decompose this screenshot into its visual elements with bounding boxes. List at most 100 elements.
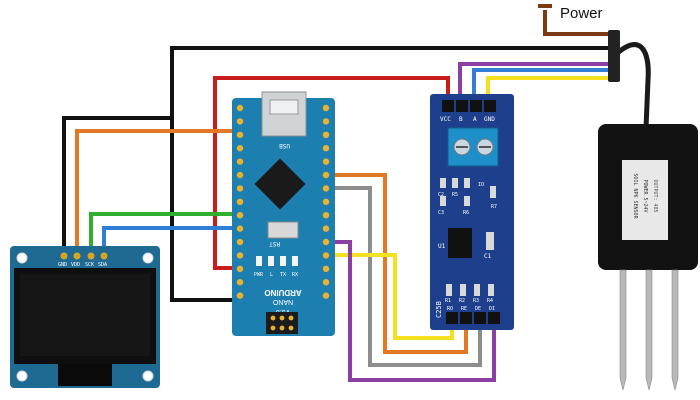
header-pin bbox=[322, 198, 330, 205]
rs485-pin-re: RE bbox=[461, 306, 467, 312]
sensor-cable bbox=[608, 42, 651, 131]
header-pin bbox=[236, 131, 244, 138]
nano-brand: ARDUINO bbox=[264, 288, 301, 297]
rs485-cap-label: C1 bbox=[484, 253, 492, 260]
rs485-top-pins bbox=[442, 100, 496, 112]
header-pin bbox=[322, 171, 330, 179]
rs485-screw-terminal bbox=[447, 127, 499, 167]
header-pin bbox=[236, 185, 244, 192]
header-pin bbox=[236, 225, 244, 232]
nano-version: V3.0 bbox=[276, 308, 291, 315]
sensor-label-line-3: OUTPUT: 485 bbox=[652, 179, 658, 212]
nano-leds bbox=[256, 256, 298, 266]
rs485-pin-di: DI bbox=[489, 306, 495, 312]
rs485-r2: R2 bbox=[459, 298, 465, 304]
wire-purple-di bbox=[324, 240, 496, 382]
oled-display: GND VDD SCK SDA bbox=[10, 246, 160, 388]
wire-black-oled-gnd bbox=[62, 116, 174, 257]
rs485-pin-de: DE bbox=[475, 306, 481, 312]
header-pin bbox=[236, 252, 244, 259]
rs485-label-c2: C2 bbox=[438, 192, 444, 198]
header-pin bbox=[322, 252, 330, 259]
wire-yellow-gnd bbox=[486, 76, 614, 102]
wire-purple-b bbox=[458, 62, 614, 102]
header-pin bbox=[236, 171, 244, 179]
oled-pin-sda: SDA bbox=[98, 262, 107, 268]
rs485-bottom-pins bbox=[446, 312, 500, 324]
rs485-capacitor bbox=[486, 232, 494, 250]
header-pin bbox=[236, 212, 244, 219]
power-label: Power bbox=[560, 5, 603, 22]
nano-led-l: L bbox=[270, 272, 273, 278]
nano-led-tx: TX bbox=[280, 272, 286, 278]
header-pin bbox=[322, 225, 330, 232]
nano-board bbox=[232, 98, 335, 336]
rs485-pin-gnd: GND bbox=[484, 116, 495, 123]
arduino-nano: USB RST PWR L TX RX ARDUINO NANO V3.0 bbox=[232, 91, 335, 336]
nano-usb-label: USB bbox=[279, 142, 290, 149]
rs485-label-r7: R7 bbox=[491, 204, 497, 210]
header-pin bbox=[322, 145, 330, 152]
oled-mount-hole bbox=[16, 370, 28, 382]
rs485-pin-ro: RO bbox=[447, 306, 453, 312]
rs485-label-r6: R6 bbox=[463, 210, 469, 216]
oled-flex-cable bbox=[58, 364, 112, 386]
header-pin bbox=[236, 265, 244, 272]
wire-orange-de bbox=[324, 173, 468, 354]
rs485-pin-b: B bbox=[459, 116, 463, 123]
header-pin bbox=[236, 145, 244, 152]
wire-gray-re bbox=[324, 186, 482, 367]
header-pin bbox=[236, 238, 244, 246]
oled-mount-hole bbox=[142, 252, 154, 264]
header-pin bbox=[322, 238, 330, 246]
wire-yellow-ro bbox=[324, 253, 454, 340]
wire-orange-vdd bbox=[75, 129, 242, 257]
header-pin bbox=[322, 279, 330, 286]
oled-mount-hole bbox=[16, 252, 28, 264]
wire-blue-a bbox=[472, 68, 614, 102]
header-pin bbox=[236, 279, 244, 286]
rs485-r4: R4 bbox=[487, 298, 493, 304]
rs485-pin-vcc: VCC bbox=[440, 116, 451, 123]
rs485-label-r5: R5 bbox=[452, 192, 458, 198]
header-pin bbox=[322, 104, 330, 112]
sensor-label-line-1: SOIL NPK SENSOR bbox=[632, 173, 638, 219]
sensor-label-line-2: POWER 5~24V bbox=[642, 179, 648, 212]
header-pin bbox=[322, 158, 330, 165]
rs485-pin-a: A bbox=[473, 116, 477, 123]
header-pin bbox=[236, 198, 244, 205]
rs485-chip bbox=[448, 228, 472, 258]
header-pin bbox=[236, 104, 244, 112]
oled-pin-gnd: GND bbox=[58, 262, 67, 268]
nano-icsp-header bbox=[266, 312, 298, 334]
sensor-probes bbox=[619, 269, 679, 391]
header-pin bbox=[236, 158, 244, 165]
header-pin bbox=[322, 212, 330, 219]
header-pin bbox=[322, 292, 330, 299]
wire-power-lead bbox=[543, 10, 614, 36]
header-pin bbox=[322, 185, 330, 192]
soil-npk-sensor: SOIL NPK SENSOR POWER 5~24V OUTPUT: 485 bbox=[598, 124, 698, 391]
nano-left-header bbox=[236, 104, 244, 299]
nano-rst-label: RST bbox=[269, 240, 280, 247]
rs485-resistors bbox=[446, 284, 494, 296]
nano-right-header bbox=[322, 104, 330, 299]
header-pin bbox=[322, 118, 330, 125]
wire-green-sck bbox=[89, 212, 242, 257]
header-pin bbox=[236, 292, 244, 299]
rs485-r3: R3 bbox=[473, 298, 479, 304]
rs485-board-code: C25B bbox=[435, 301, 443, 318]
sensor-label-plate bbox=[622, 160, 668, 240]
rs485-r1: R1 bbox=[445, 298, 451, 304]
oled-screen-inner bbox=[20, 274, 150, 356]
header-pin bbox=[236, 118, 244, 125]
rs485-chip-label: U1 bbox=[438, 243, 446, 250]
nano-reset-button bbox=[267, 221, 299, 239]
rs485-module: VCC B A GND C2 R5 R6 R7 C3 IO U1 C bbox=[430, 94, 514, 330]
nano-model: NANO bbox=[272, 298, 293, 305]
header-pin bbox=[322, 265, 330, 272]
wire-red-vcc bbox=[213, 76, 450, 270]
oled-pin-sck: SCK bbox=[85, 262, 94, 268]
